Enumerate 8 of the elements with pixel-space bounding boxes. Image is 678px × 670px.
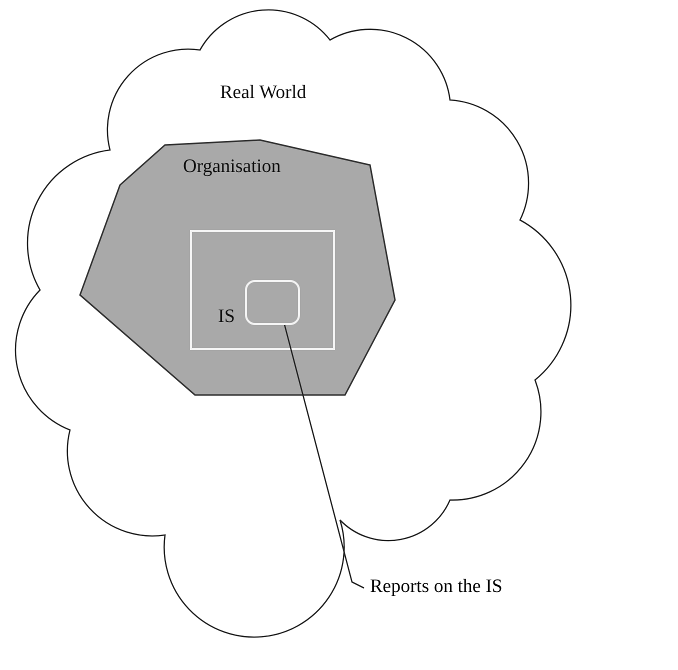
leader-line	[284, 324, 364, 589]
region-label: IS	[218, 306, 235, 328]
heptagon-shape	[78, 138, 398, 398]
region-label: Real World	[220, 82, 306, 104]
square-box	[190, 230, 335, 350]
rounded-box	[245, 280, 300, 325]
region-label: Organisation	[183, 156, 281, 178]
callout-text: Reports on the IS	[370, 576, 502, 598]
